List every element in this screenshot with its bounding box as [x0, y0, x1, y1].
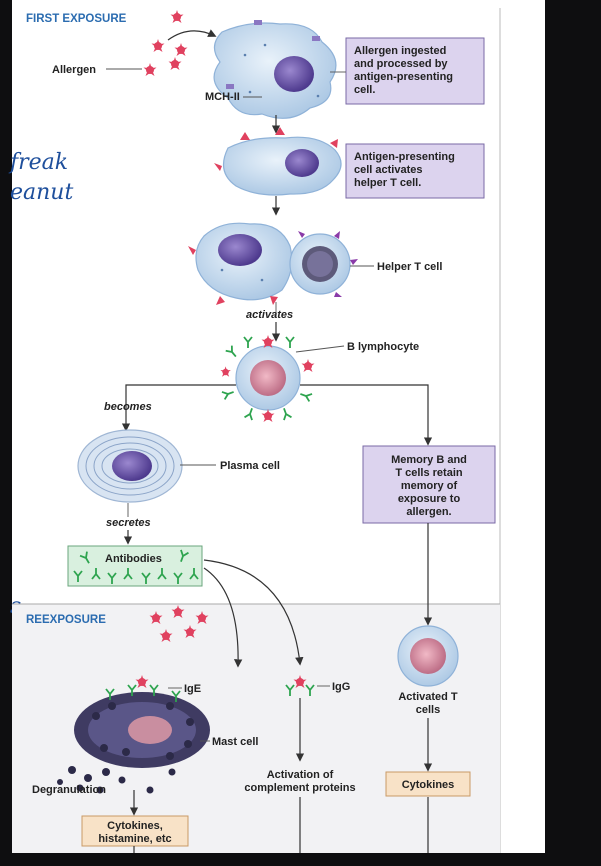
svg-text:cell activates: cell activates	[354, 164, 423, 176]
helper-t-cell	[289, 231, 358, 297]
ingest-arrow	[167, 29, 217, 41]
complement-label-2: complement proteins	[244, 782, 355, 794]
activated-t-label-2: cells	[416, 704, 440, 716]
mch-label: MCH-II	[205, 91, 240, 103]
box-memory: Memory B and T cells retain memory of ex…	[362, 445, 496, 524]
svg-text:antigen-presenting: antigen-presenting	[354, 71, 453, 83]
apc-cell-1	[213, 20, 337, 119]
activated-t-label-1: Activated T	[398, 691, 458, 703]
reexposure-title: REEXPOSURE	[26, 614, 106, 626]
helper-t-label: Helper T cell	[377, 261, 442, 273]
box-cytokines-left: Cytokines, histamine, etc	[81, 815, 189, 847]
plasma-cell-label: Plasma cell	[220, 460, 280, 472]
svg-text:cell.: cell.	[354, 84, 375, 96]
right-frame-edge	[545, 0, 601, 866]
mast-cell	[74, 675, 210, 768]
plasma-cell	[77, 429, 183, 503]
handwritten-note-line2: eanut	[10, 180, 74, 205]
arrow-to-plasma	[121, 384, 236, 432]
ige-label: IgE	[184, 683, 201, 695]
arrow-to-memory	[300, 384, 433, 446]
igg-label: IgG	[332, 681, 350, 693]
svg-text:Cytokines,: Cytokines,	[107, 820, 163, 832]
svg-text:helper T cell.: helper T cell.	[354, 177, 421, 189]
svg-text:Antigen-presenting: Antigen-presenting	[354, 151, 455, 163]
activates-label: activates	[246, 309, 293, 321]
allergen-icon	[170, 10, 184, 23]
b-lymphocyte-label: B lymphocyte	[347, 341, 419, 353]
svg-text:Allergen ingested: Allergen ingested	[354, 45, 446, 57]
complement-label-1: Activation of	[267, 769, 334, 781]
bottom-frame-edge	[0, 853, 601, 866]
apc-cell-2	[214, 127, 342, 196]
box-cytokines-right: Cytokines	[385, 771, 471, 797]
apc-cell-3	[188, 222, 293, 305]
activated-t-cell	[397, 625, 459, 687]
allergen-label: Allergen	[52, 64, 96, 76]
box-apc: Antigen-presenting cell activates helper…	[345, 143, 485, 199]
b-lymph-leader	[295, 345, 345, 353]
secretes-label: secretes	[106, 517, 151, 529]
handwritten-note-line1: freak	[10, 150, 69, 175]
arrow-to-igg	[203, 559, 304, 666]
svg-text:allergen.: allergen.	[406, 506, 451, 518]
svg-text:exposure to: exposure to	[398, 493, 461, 505]
svg-text:T cells retain: T cells retain	[395, 467, 463, 479]
first-exposure-title: FIRST EXPOSURE	[26, 13, 127, 25]
svg-text:and processed by: and processed by	[354, 58, 448, 70]
b-lymphocyte	[220, 335, 315, 422]
svg-text:Memory B and: Memory B and	[391, 454, 467, 466]
box-ingested: Allergen ingested and processed by antig…	[345, 37, 485, 105]
svg-text:memory of: memory of	[401, 480, 458, 492]
allergy-immune-diagram: FIRST EXPOSURE REEXPOSURE Allergen MCH-I…	[12, 8, 501, 853]
becomes-label: becomes	[104, 401, 152, 413]
svg-text:Cytokines: Cytokines	[402, 779, 455, 791]
svg-text:histamine, etc: histamine, etc	[98, 833, 171, 845]
mast-cell-label: Mast cell	[212, 736, 258, 748]
antibodies-box: Antibodies	[67, 545, 203, 587]
granules	[57, 766, 176, 794]
degranulation-label: Degranulation	[32, 784, 106, 796]
left-frame-edge	[0, 0, 12, 866]
svg-text:Antibodies: Antibodies	[105, 553, 162, 565]
arrow-to-ige	[203, 567, 243, 668]
